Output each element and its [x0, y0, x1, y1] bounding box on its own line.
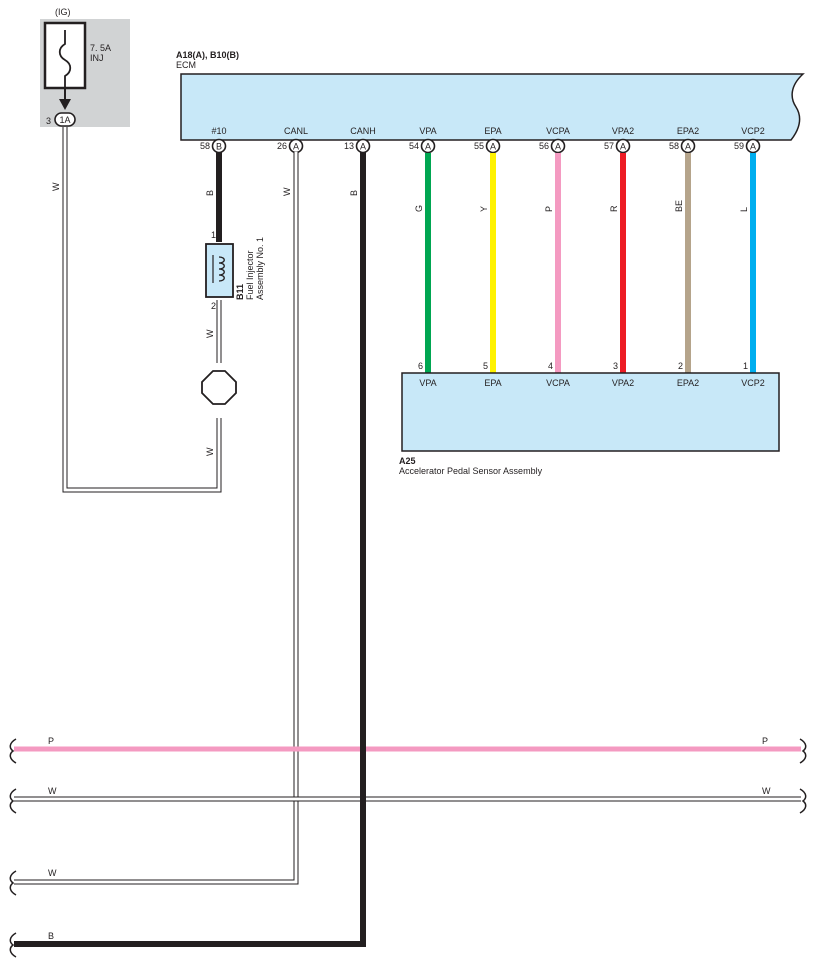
bus-code-pink-left: P [48, 736, 54, 746]
fuse-element-icon [58, 30, 72, 88]
fuse-connector [54, 112, 76, 127]
injector-name-line1: Fuel Injector [245, 250, 255, 300]
sensor-pin-number: 2 [678, 361, 683, 371]
ecm-name: ECM [176, 60, 196, 70]
ecm-connector-circle [745, 138, 761, 154]
injector-body [205, 243, 234, 298]
sensor-wire-code: R [609, 205, 619, 212]
ecm-connector-letter: A [685, 142, 691, 152]
bus-code-pink-right: P [762, 736, 768, 746]
ecm-pin-number: 57 [604, 141, 614, 151]
ecm-body [180, 73, 805, 141]
fuse-connector-label: 1A [59, 115, 70, 125]
sensor-wire-code: P [544, 206, 554, 212]
fuel-injector: B 1 2 B11 Fuel Injector Assembly No. 1 [205, 152, 265, 311]
sensor-pin-number: 3 [613, 361, 618, 371]
ecm-connector-id: A18(A), B10(B) [176, 50, 239, 60]
sensor-pin-number: 4 [548, 361, 553, 371]
ecm-pin-number: 56 [539, 141, 549, 151]
sensor-id: A25 [399, 456, 416, 466]
bus-wires: P P W W W B [14, 736, 801, 941]
splice-octagon-icon [201, 370, 237, 405]
fuse-pin-number: 3 [46, 116, 51, 126]
sensor-body [401, 372, 780, 452]
ecm-connector-letter: A [425, 142, 431, 152]
wire-code-injector-top: B [205, 190, 215, 196]
wire-code-canl: W [282, 187, 292, 196]
wire-code-canh: B [349, 190, 359, 196]
sensor-terminal-label: EPA2 [677, 378, 699, 388]
ecm-connector-letter: A [555, 142, 561, 152]
sensor-terminal-label: VPA [419, 378, 436, 388]
sensor-pin-number: 5 [483, 361, 488, 371]
wire-code-injector-bottom-1: W [205, 329, 215, 338]
ecm-terminal-label: VCP2 [741, 126, 765, 136]
ecm-terminal-label: VCPA [546, 126, 570, 136]
ecm-pin-number: 26 [277, 141, 287, 151]
fuse-arrow-icon [59, 99, 71, 110]
ecm-connector-circle [615, 138, 631, 154]
wire-break-marks [9, 738, 807, 958]
sensor-wire-code: Y [479, 206, 489, 212]
injector-coil-icon [218, 256, 225, 282]
sensor-pin-number: 1 [743, 361, 748, 371]
ecm-terminal-label: EPA2 [677, 126, 699, 136]
ecm-terminal-label: VPA [419, 126, 436, 136]
sensor-pin-number: 6 [418, 361, 423, 371]
ecm-terminal-label: #10 [211, 126, 226, 136]
ecm-pin-number: 13 [344, 141, 354, 151]
injector-id: B11 [235, 284, 245, 300]
sensor-terminal-label: EPA [484, 378, 501, 388]
bus-code-canh: B [48, 931, 54, 941]
wire-canl: W [14, 152, 299, 885]
injector-name-line2: Assembly No. 1 [255, 237, 265, 300]
ecm-connector-letter: A [293, 142, 299, 152]
ecm-terminal-label: CANH [350, 126, 376, 136]
sensor-terminal-label: VPA2 [612, 378, 634, 388]
ecm-connector-letter: A [490, 142, 496, 152]
ecm-terminal-label: VPA2 [612, 126, 634, 136]
sensor-wire-code: BE [674, 200, 684, 212]
wire-code-fuse: W [51, 182, 61, 191]
ecm-pin-number: 59 [734, 141, 744, 151]
ecm-connector-circle [550, 138, 566, 154]
bus-code-white-left: W [48, 786, 57, 796]
ecm-connector-letter: A [360, 142, 366, 152]
ecm-pin-number: 58 [669, 141, 679, 151]
bus-code-white-right: W [762, 786, 771, 796]
sensor-name: Accelerator Pedal Sensor Assembly [399, 466, 543, 476]
ecm-pin-number: 58 [200, 141, 210, 151]
ecm-connector-circle [420, 138, 436, 154]
sensor-terminal-label: VCP2 [741, 378, 765, 388]
fuse-name: INJ [90, 53, 104, 63]
sensor-wires: G Y P R BE L [414, 153, 756, 373]
wire-fuse-injector: W W W [51, 127, 222, 493]
sensor-terminal-label: VCPA [546, 378, 570, 388]
wire-code-injector-bottom-2: W [205, 447, 215, 456]
fuse-power-label: (IG) [55, 7, 71, 17]
ecm-connector-circle [485, 138, 501, 154]
sensor-wire-code: G [414, 205, 424, 212]
ecm-connector-circle [680, 138, 696, 154]
ecm-connector-letter: A [750, 142, 756, 152]
ecm-terminal-label: EPA [484, 126, 501, 136]
sensor-wire-code: L [739, 207, 749, 212]
injector-pin-bottom: 2 [211, 301, 216, 311]
bus-code-canl: W [48, 868, 57, 878]
ecm-connector-letter: A [620, 142, 626, 152]
ecm-pin-number: 55 [474, 141, 484, 151]
fuse-rating: 7. 5A [90, 43, 111, 53]
injector-pin-top: 1 [211, 230, 216, 240]
fuse-block: (IG) 7. 5A INJ 3 1A [40, 7, 130, 127]
ecm-terminal-label: CANL [284, 126, 308, 136]
wire-canh: B [14, 152, 366, 947]
ecm-connector-letter: B [216, 142, 222, 152]
ecm-pin-number: 54 [409, 141, 419, 151]
